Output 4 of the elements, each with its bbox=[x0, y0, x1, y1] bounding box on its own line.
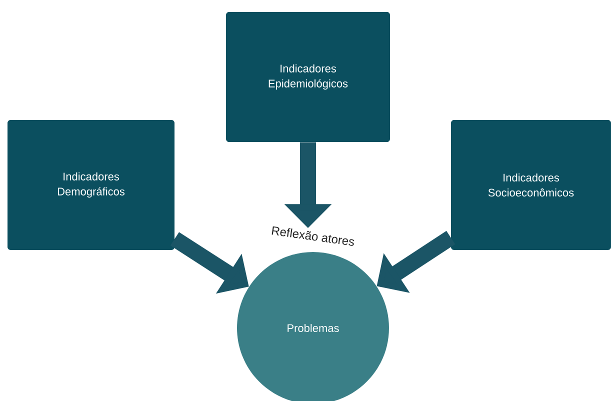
process-box: Indicadores Socioeconômicos bbox=[451, 120, 611, 250]
node-label: Reflexão atores bbox=[272, 226, 354, 246]
process-box: Indicadores Epidemiológicos bbox=[226, 12, 390, 142]
process-box: Indicadores Demográficos bbox=[8, 120, 174, 250]
